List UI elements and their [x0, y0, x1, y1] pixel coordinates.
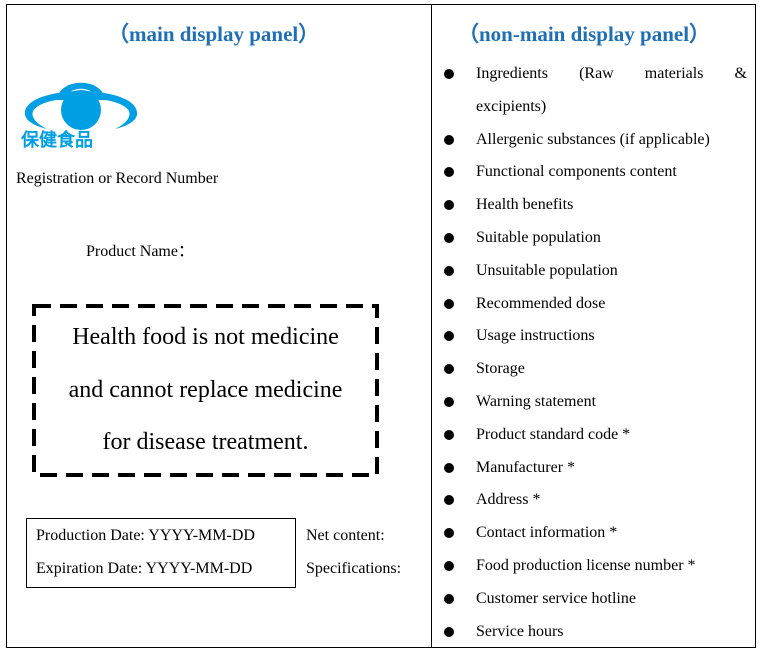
bullet-icon: [444, 462, 454, 473]
production-date: Production Date: YYYY-MM-DD: [36, 527, 255, 544]
list-item-allergens: Allergenic substances (if applicable): [440, 124, 750, 157]
date-box: [26, 518, 296, 588]
required-items-list: Ingredients (Raw materials & excipients)…: [440, 58, 750, 648]
list-item-health-benefits: Health benefits: [440, 189, 750, 222]
list-item-label: Service hours: [476, 622, 564, 640]
list-item-label: Functional components content: [476, 163, 677, 181]
bullet-icon: [444, 232, 454, 243]
list-item-label: Allergenic substances (if applicable): [476, 130, 710, 148]
non-main-panel-title: （non-main display panel）: [458, 22, 711, 46]
word: (Raw: [579, 65, 614, 82]
list-item-label: Storage: [476, 360, 525, 378]
bullet-icon: [444, 626, 454, 637]
list-item-address: Address *: [440, 484, 750, 517]
bullet-icon: [444, 134, 454, 145]
bullet-icon: [444, 560, 454, 571]
registration-label: Registration or Record Number: [16, 170, 219, 187]
bullet-icon: [444, 364, 454, 375]
health-food-logo-icon: [19, 67, 144, 152]
product-name-label: Product Name：: [86, 243, 194, 260]
word: Ingredients: [476, 65, 548, 82]
list-item-label: Customer service hotline: [476, 589, 636, 607]
list-item-label: Contact information *: [476, 524, 618, 542]
bullet-icon: [444, 593, 454, 604]
list-item-label: Ingredients (Raw materials & excipients): [476, 58, 748, 124]
bullet-icon: [444, 167, 454, 178]
list-item-label: Suitable population: [476, 228, 601, 246]
list-item-label: Food production license number *: [476, 556, 696, 574]
net-content-label: Net content:: [306, 527, 385, 544]
list-item-unsuitable-population: Unsuitable population: [440, 255, 750, 288]
warning-line-3: for disease treatment.: [102, 429, 309, 455]
list-item-production-license: Food production license number *: [440, 550, 750, 583]
word: materials: [644, 65, 704, 82]
list-item-ingredients: Ingredients (Raw materials & excipients): [440, 58, 750, 124]
word: &: [734, 65, 747, 82]
list-item-label: Recommended dose: [476, 294, 606, 312]
list-item-service-hours: Service hours: [440, 616, 750, 649]
logo-text: 保健食品: [21, 130, 93, 151]
warning-line-1: Health food is not medicine: [72, 324, 339, 350]
label-frame: [6, 4, 756, 648]
list-item-label: Health benefits: [476, 196, 574, 214]
list-item-label: Unsuitable population: [476, 261, 618, 279]
warning-statement-box: Health food is not medicine and cannot r…: [32, 304, 379, 477]
list-item-usage-instructions: Usage instructions: [440, 320, 750, 353]
bullet-icon: [444, 200, 454, 211]
list-item-customer-hotline: Customer service hotline: [440, 583, 750, 616]
bullet-icon: [444, 69, 454, 79]
word: excipients): [476, 97, 547, 115]
list-item-label: Address *: [476, 491, 541, 509]
list-item-label: Usage instructions: [476, 327, 595, 345]
bullet-icon: [444, 396, 454, 407]
expiration-date: Expiration Date: YYYY-MM-DD: [36, 560, 253, 577]
list-item-functional-components: Functional components content: [440, 156, 750, 189]
list-item-storage: Storage: [440, 353, 750, 386]
list-item-label: Warning statement: [476, 392, 597, 410]
bullet-icon: [444, 331, 454, 342]
bullet-icon: [444, 429, 454, 440]
bullet-icon: [444, 298, 454, 309]
specifications-label: Specifications:: [306, 560, 402, 577]
bullet-icon: [444, 495, 454, 506]
list-item-warning-statement: Warning statement: [440, 386, 750, 419]
bullet-icon: [444, 528, 454, 539]
list-item-recommended-dose: Recommended dose: [440, 288, 750, 321]
list-item-label: Manufacturer *: [476, 458, 576, 476]
main-panel-title: （main display panel）: [108, 22, 320, 46]
list-item-product-standard-code: Product standard code *: [440, 419, 750, 452]
bullet-icon: [444, 265, 454, 276]
warning-line-2: and cannot replace medicine: [68, 377, 343, 403]
list-item-suitable-population: Suitable population: [440, 222, 750, 255]
panel-divider: [431, 4, 432, 648]
list-item-manufacturer: Manufacturer *: [440, 452, 750, 485]
list-item-contact-information: Contact information *: [440, 517, 750, 550]
list-item-label: Product standard code *: [476, 425, 631, 443]
